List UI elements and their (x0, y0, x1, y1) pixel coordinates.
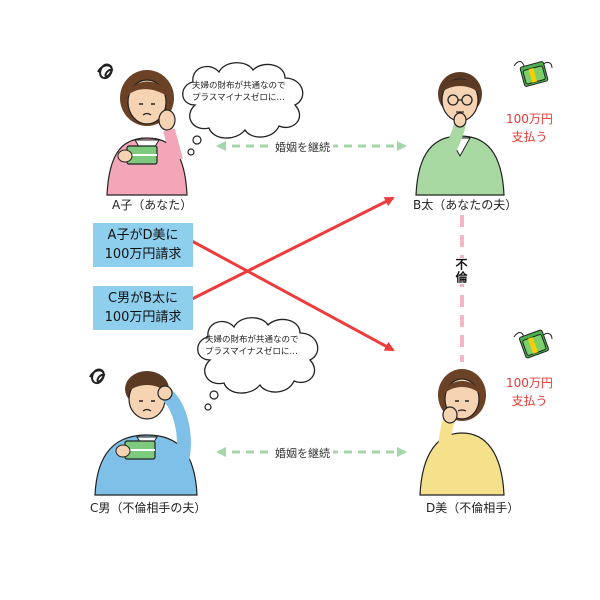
thought-text-c: 夫婦の財布が共通なので プラスマイナスゼロに… (205, 334, 299, 358)
claim-arrow-a-to-d (189, 238, 395, 352)
thought-bubble-c (197, 317, 319, 411)
person-a-illustration (97, 63, 188, 196)
payment-b-action: 支払う (511, 130, 548, 144)
claim-box-c-to-b: C男がB太に 100万円請求 (93, 286, 193, 330)
person-d-label: D美（不倫相手） (426, 501, 520, 515)
claim-a-line1: A子がD美に (107, 228, 179, 243)
person-a-label: A子（あなた） (112, 198, 193, 212)
worry-scribble-icon (89, 368, 106, 385)
marriage-label-top: 婚姻を継続 (272, 139, 333, 155)
person-b-label: B太（あなたの夫） (413, 198, 518, 212)
thought-a-line2: プラスマイナスゼロに… (192, 93, 285, 103)
glasses-icon (447, 94, 473, 106)
payment-d-action: 支払う (511, 394, 548, 408)
affair-label: 不倫 (453, 258, 470, 284)
claim-box-a-to-d: A子がD美に 100万円請求 (93, 223, 193, 267)
person-d-illustration (419, 369, 505, 496)
thought-c-line1: 夫婦の財布が共通なので (205, 335, 299, 345)
claim-arrow-c-to-b (189, 196, 395, 302)
claim-a-line2: 100万円請求 (104, 247, 182, 262)
money-flying-icon (513, 329, 553, 359)
thought-a-line1: 夫婦の財布が共通なので (192, 81, 286, 91)
payment-note-d: 100万円 支払う (506, 374, 553, 410)
claim-c-line2: 100万円請求 (104, 310, 182, 325)
money-flying-icon (513, 61, 553, 87)
marriage-label-bottom: 婚姻を継続 (272, 445, 333, 461)
person-b-illustration (415, 72, 505, 196)
thought-bubble-a (182, 62, 304, 156)
worry-scribble-icon (97, 63, 114, 80)
thought-text-a: 夫婦の財布が共通なので プラスマイナスゼロに… (192, 80, 286, 104)
claim-c-line1: C男がB太に (108, 291, 178, 306)
person-c-label: C男（不倫相手の夫） (90, 501, 207, 515)
thought-c-line2: プラスマイナスゼロに… (205, 347, 298, 357)
payment-note-b: 100万円 支払う (506, 110, 553, 146)
payment-b-amount: 100万円 (506, 112, 553, 126)
person-c-illustration (89, 368, 198, 496)
payment-d-amount: 100万円 (506, 376, 553, 390)
